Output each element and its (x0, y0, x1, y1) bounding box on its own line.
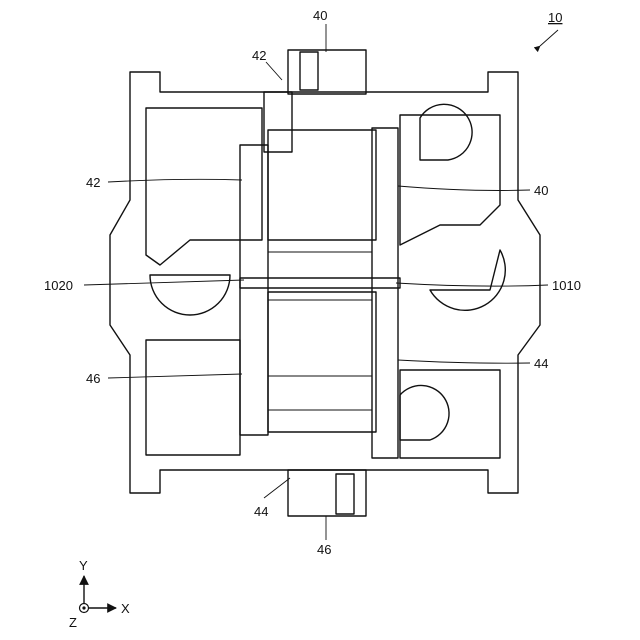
label-left-42: 42 (86, 175, 100, 190)
label-right-44: 44 (534, 356, 548, 371)
label-bottom-46: 46 (317, 542, 331, 557)
label-top-40: 40 (313, 8, 327, 23)
label-left-46: 46 (86, 371, 100, 386)
axis-x-label: X (121, 601, 130, 616)
label-right-1010: 1010 (552, 278, 581, 293)
leader-lines (84, 24, 558, 540)
label-left-1020: 1020 (44, 278, 73, 293)
axis-y-label: Y (79, 558, 88, 573)
shafts (240, 50, 400, 516)
axis-indicator (80, 576, 117, 613)
label-bottom-44: 44 (254, 504, 268, 519)
label-top-42: 42 (252, 48, 266, 63)
axis-z-label: Z (69, 615, 77, 630)
label-ref-10: 10 (548, 10, 562, 25)
label-right-40: 40 (534, 183, 548, 198)
